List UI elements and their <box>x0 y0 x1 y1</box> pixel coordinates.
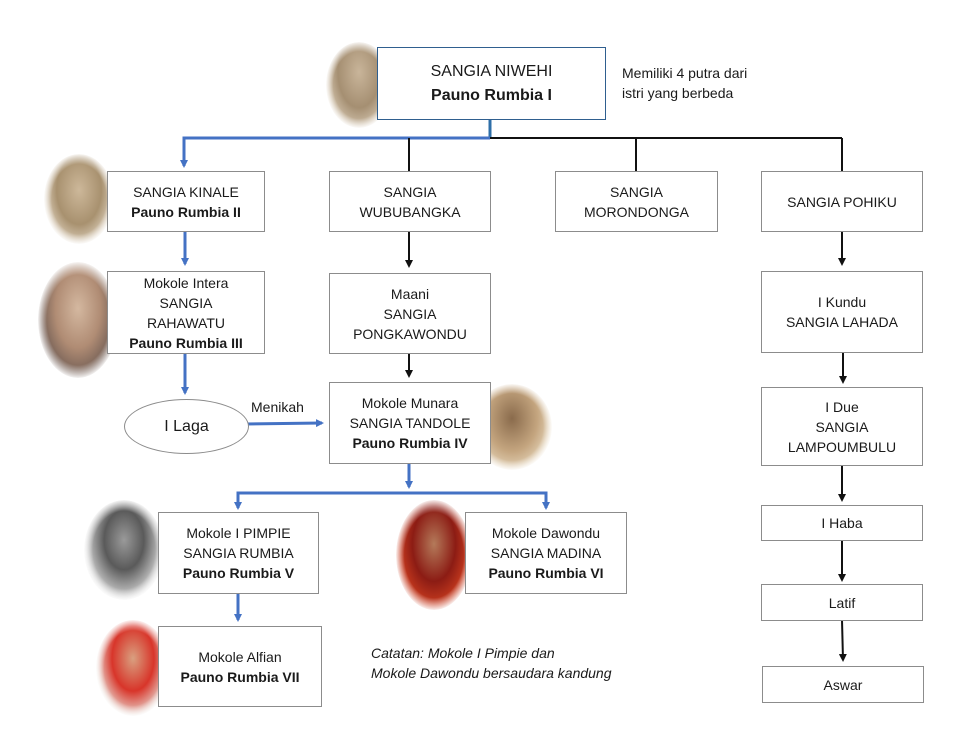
node-i-laga: I Laga <box>124 399 249 454</box>
portrait-mokole-pimpie <box>84 500 164 600</box>
portrait-mokole-alfian <box>96 620 170 716</box>
portrait-mokole-dawondu <box>396 500 472 610</box>
node-sangia-tandole: Mokole Munara SANGIA TANDOLE Pauno Rumbi… <box>329 382 491 464</box>
node-sangia-pongkawondu: Maani SANGIA PONGKAWONDU <box>329 273 491 354</box>
connector <box>236 491 548 506</box>
connector <box>245 419 324 428</box>
footnote: Catatan: Mokole I Pimpie dan Mokole Dawo… <box>371 645 612 681</box>
node-title: Pauno Rumbia I <box>431 86 552 104</box>
portrait-sangia-kinale <box>44 154 114 244</box>
node-sangia-rahawatu: Mokole Intera SANGIA RAHAWATU Pauno Rumb… <box>107 271 265 354</box>
node-mokole-alfian: Mokole Alfian Pauno Rumbia VII <box>158 626 322 707</box>
node-latif: Latif <box>761 584 923 621</box>
node-i-haba: I Haba <box>761 505 923 541</box>
portrait-sangia-rahawatu <box>38 262 118 378</box>
marriage-label: Menikah <box>251 399 304 415</box>
connector <box>180 136 490 168</box>
node-sangia-kinale: SANGIA KINALE Pauno Rumbia II <box>107 171 265 232</box>
node-aswar: Aswar <box>762 666 924 703</box>
node-sangia-lahada: I Kundu SANGIA LAHADA <box>761 271 923 353</box>
node-sangia-wububangka: SANGIA WUBUBANGKA <box>329 171 491 232</box>
node-sangia-niwehi: SANGIA NIWEHI Pauno Rumbia I <box>377 47 606 120</box>
root-note: Memiliki 4 putra dari istri yang berbeda <box>622 65 748 101</box>
node-mokole-dawondu: Mokole Dawondu SANGIA MADINA Pauno Rumbi… <box>465 512 627 594</box>
node-mokole-pimpie: Mokole I PIMPIE SANGIA RUMBIA Pauno Rumb… <box>158 512 319 594</box>
node-sangia-morondonga: SANGIA MORONDONGA <box>555 171 718 232</box>
node-sangia-lampoumbulu: I Due SANGIA LAMPOUMBULU <box>761 387 923 466</box>
node-name: SANGIA NIWEHI <box>430 62 553 80</box>
node-sangia-pohiku: SANGIA POHIKU <box>761 171 923 232</box>
connector <box>838 619 847 662</box>
